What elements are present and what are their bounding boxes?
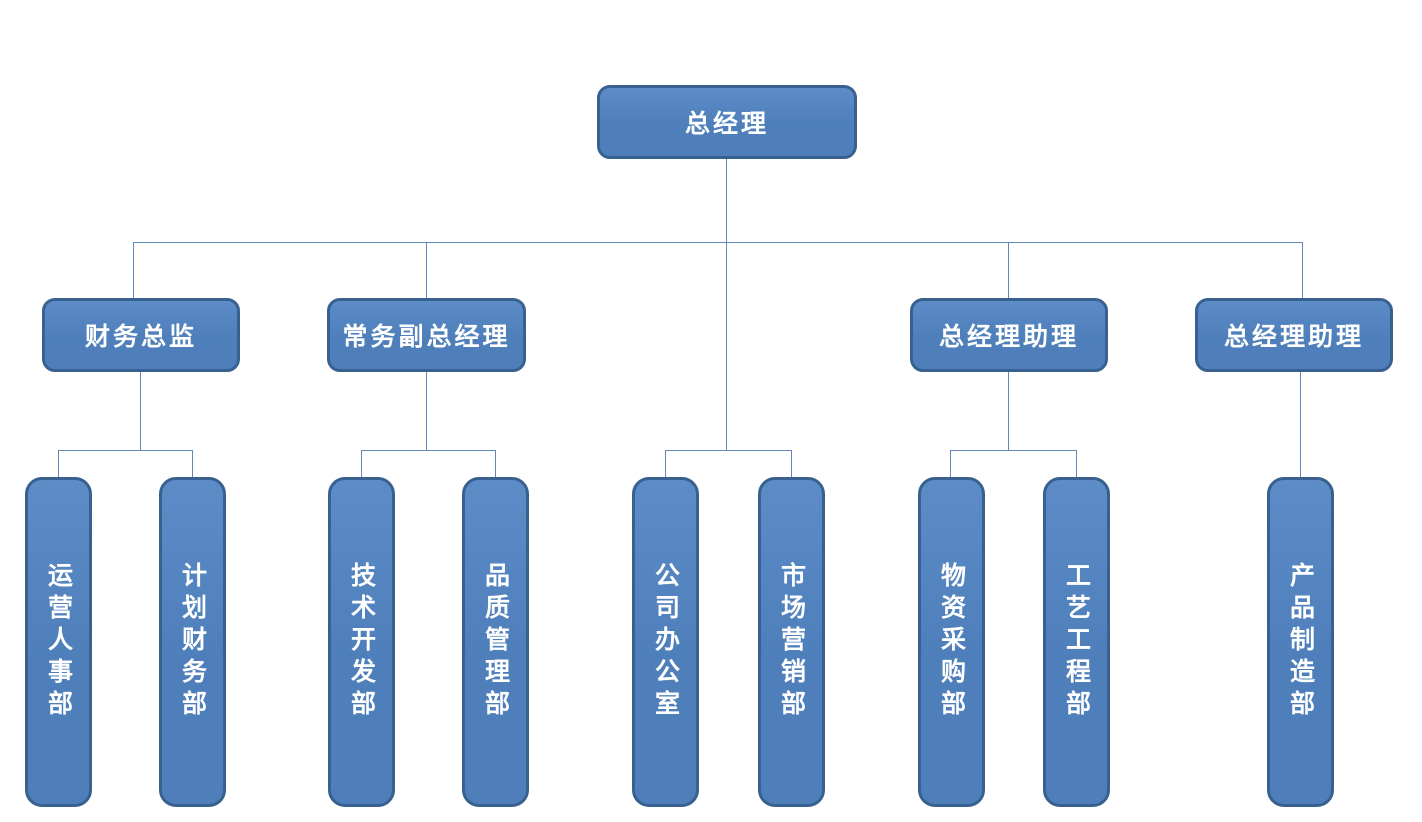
connector-gm-assistant-1-stem <box>1008 372 1009 450</box>
org-node-label: 总经理助理 <box>1223 322 1364 351</box>
org-node-dept-product-manufacturing: 产品制造部 <box>1267 477 1334 807</box>
org-node-label: 财务总监 <box>84 322 197 351</box>
org-node-label: 总经理助理 <box>938 322 1079 351</box>
org-node-label: 公司办公室 <box>651 562 681 722</box>
connector-level2-rail <box>133 242 1303 243</box>
org-node-dept-tech-development: 技术开发部 <box>328 477 395 807</box>
org-node-dept-quality-management: 品质管理部 <box>462 477 529 807</box>
connector-deputy-gm-rail <box>361 450 496 451</box>
connector-root-vertical <box>726 159 727 450</box>
org-node-label: 市场营销部 <box>777 562 807 722</box>
connector-drop-operations-hr <box>58 450 59 477</box>
org-node-dept-procurement: 物资采购部 <box>918 477 985 807</box>
connector-drop-tech-development <box>361 450 362 477</box>
connector-drop-quality-management <box>495 450 496 477</box>
connector-drop-process-engineering <box>1076 450 1077 477</box>
connector-gm-assistant-2-stem <box>1300 372 1301 477</box>
connector-drop-planning-finance <box>192 450 193 477</box>
connector-drop-finance-director <box>133 242 134 298</box>
org-node-label: 总经理 <box>684 109 769 138</box>
org-node-deputy-general-manager: 常务副总经理 <box>327 298 526 372</box>
org-node-dept-operations-hr: 运营人事部 <box>25 477 92 807</box>
org-node-gm-assistant-1: 总经理助理 <box>910 298 1108 372</box>
org-node-label: 工艺工程部 <box>1062 562 1092 722</box>
org-node-dept-planning-finance: 计划财务部 <box>159 477 226 807</box>
connector-drop-gm-assistant-2 <box>1302 242 1303 298</box>
connector-drop-gm-assistant-1 <box>1008 242 1009 298</box>
org-node-general-manager: 总经理 <box>597 85 857 159</box>
org-node-label: 技术开发部 <box>347 562 377 722</box>
org-node-label: 品质管理部 <box>481 562 511 722</box>
connector-drop-company-office <box>665 450 666 477</box>
connector-gm-assistant-1-rail <box>950 450 1077 451</box>
org-node-label: 产品制造部 <box>1286 562 1316 722</box>
org-node-label: 常务副总经理 <box>342 322 511 351</box>
org-node-dept-process-engineering: 工艺工程部 <box>1043 477 1110 807</box>
org-node-label: 物资采购部 <box>937 562 967 722</box>
connector-finance-director-stem <box>140 372 141 450</box>
connector-drop-deputy-gm <box>426 242 427 298</box>
connector-drop-marketing <box>791 450 792 477</box>
org-node-dept-marketing: 市场营销部 <box>758 477 825 807</box>
connector-finance-director-rail <box>58 450 193 451</box>
connector-deputy-gm-stem <box>426 372 427 450</box>
connector-root-mid-rail <box>665 450 792 451</box>
org-node-dept-company-office: 公司办公室 <box>632 477 699 807</box>
org-node-gm-assistant-2: 总经理助理 <box>1195 298 1393 372</box>
org-node-finance-director: 财务总监 <box>42 298 240 372</box>
connector-drop-procurement <box>950 450 951 477</box>
org-node-label: 计划财务部 <box>178 562 208 722</box>
org-node-label: 运营人事部 <box>44 562 74 722</box>
